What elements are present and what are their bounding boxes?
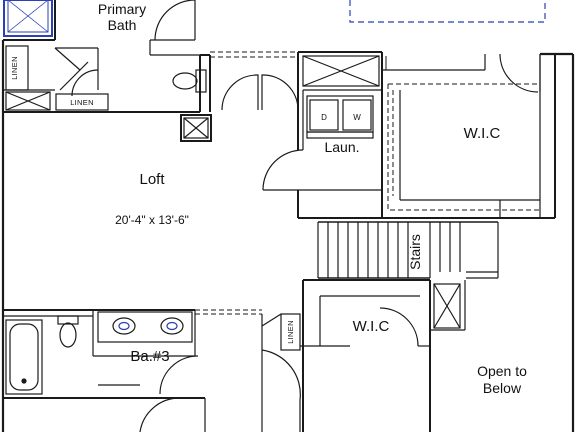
- toilet-primary: [172, 69, 207, 93]
- double-door: [221, 74, 299, 111]
- bathtub-bath3: [5, 319, 43, 395]
- linen-hall-label: LINEN: [286, 320, 295, 344]
- laundry-label: Laun.: [324, 139, 359, 155]
- linen-closet-left: [5, 45, 29, 91]
- loft-label: Loft: [139, 171, 165, 188]
- lower-wic-walls: [261, 279, 466, 432]
- washer-label: W: [353, 113, 361, 122]
- upper-wic-shelving: [387, 83, 540, 211]
- linen-shelf-mid: [55, 93, 109, 111]
- vanity-bath3: [97, 311, 193, 343]
- open-to-below-line1: Open to: [477, 363, 527, 379]
- stairs-label: Stairs: [407, 234, 423, 270]
- primary-bath-label-line2: Bath: [108, 17, 137, 33]
- laundry-walls: [262, 51, 383, 219]
- upper-wic-walls: [382, 53, 556, 219]
- linen-left-label: LINEN: [10, 56, 19, 80]
- bath3-walls: [3, 309, 206, 432]
- linen-hall-closet: [261, 313, 301, 432]
- lower-wic-label: W.I.C: [353, 318, 390, 335]
- exterior-walls: [1, 40, 575, 432]
- upper-wic-label: W.I.C: [464, 125, 501, 142]
- tub-outline: [349, 0, 546, 23]
- dryer-label: D: [321, 113, 327, 122]
- stairs: [317, 221, 499, 279]
- primary-shower: [3, 0, 53, 37]
- bath3-label: Ba.#3: [130, 348, 169, 365]
- primary-bath-walls: [3, 0, 211, 113]
- toilet-bath3: [57, 315, 79, 348]
- floor-cabinet-left: [5, 91, 51, 111]
- cabinet-lower-right: [433, 283, 461, 329]
- cabinet-box: [180, 114, 212, 142]
- washer-dryer: [306, 95, 374, 139]
- dashed-openings: [195, 51, 298, 315]
- labels: Primary Bath LINEN LINEN Loft 20'-4" x 1…: [10, 1, 527, 396]
- primary-bath-label-line1: Primary: [98, 1, 146, 17]
- loft-dimensions: 20'-4" x 13'-6": [115, 213, 189, 227]
- linen-mid-label: LINEN: [70, 98, 94, 107]
- open-to-below-line2: Below: [483, 380, 522, 396]
